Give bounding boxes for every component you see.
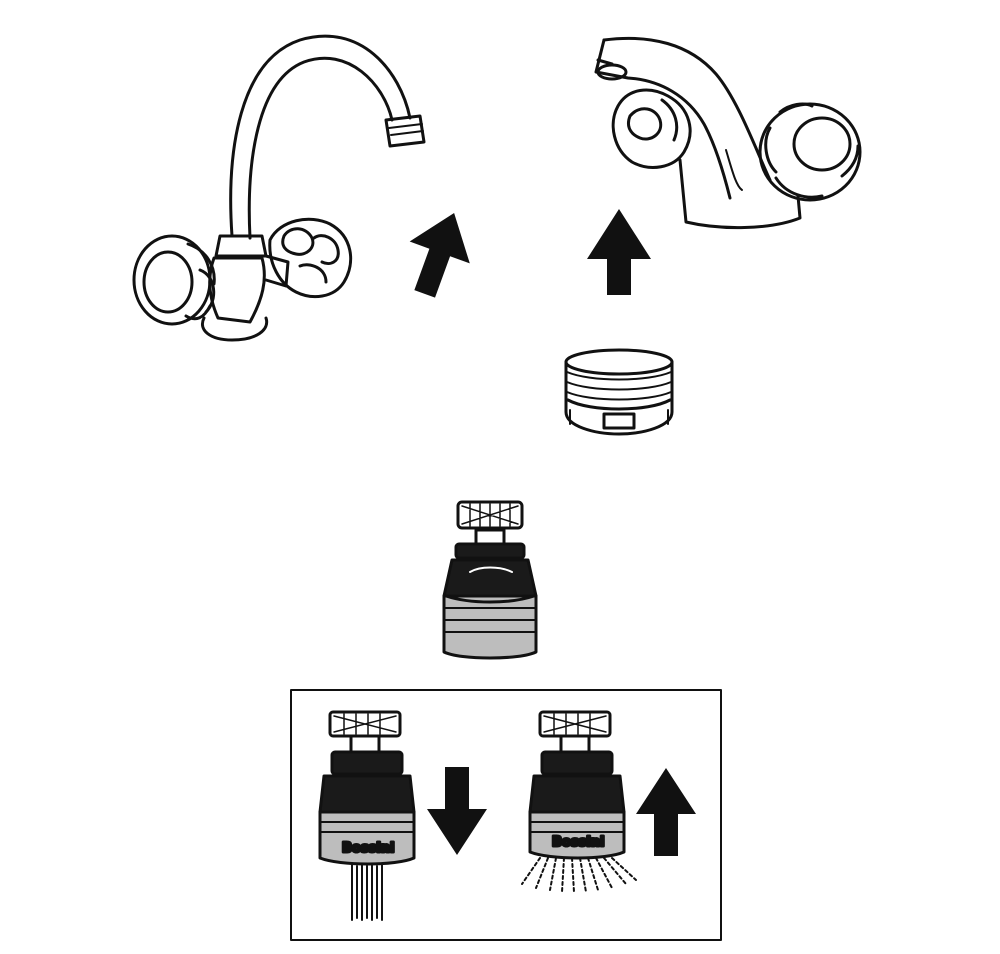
- gooseneck-faucet: [132, 34, 426, 342]
- swivel-aerator: [442, 500, 538, 660]
- thread-adapter: [564, 348, 674, 436]
- up-arrow-icon: [636, 768, 696, 856]
- up-right-arrow-icon: [409, 213, 470, 298]
- brand-label-left: Bossini: [342, 841, 394, 856]
- brand-label-right: Bossini: [552, 835, 604, 850]
- aerator-spray-mode: [521, 710, 637, 893]
- down-arrow-icon: [427, 767, 487, 855]
- short-spout-faucet: [594, 36, 862, 230]
- up-arrow-icon: [587, 209, 651, 295]
- aerator-stream-mode: [318, 710, 416, 921]
